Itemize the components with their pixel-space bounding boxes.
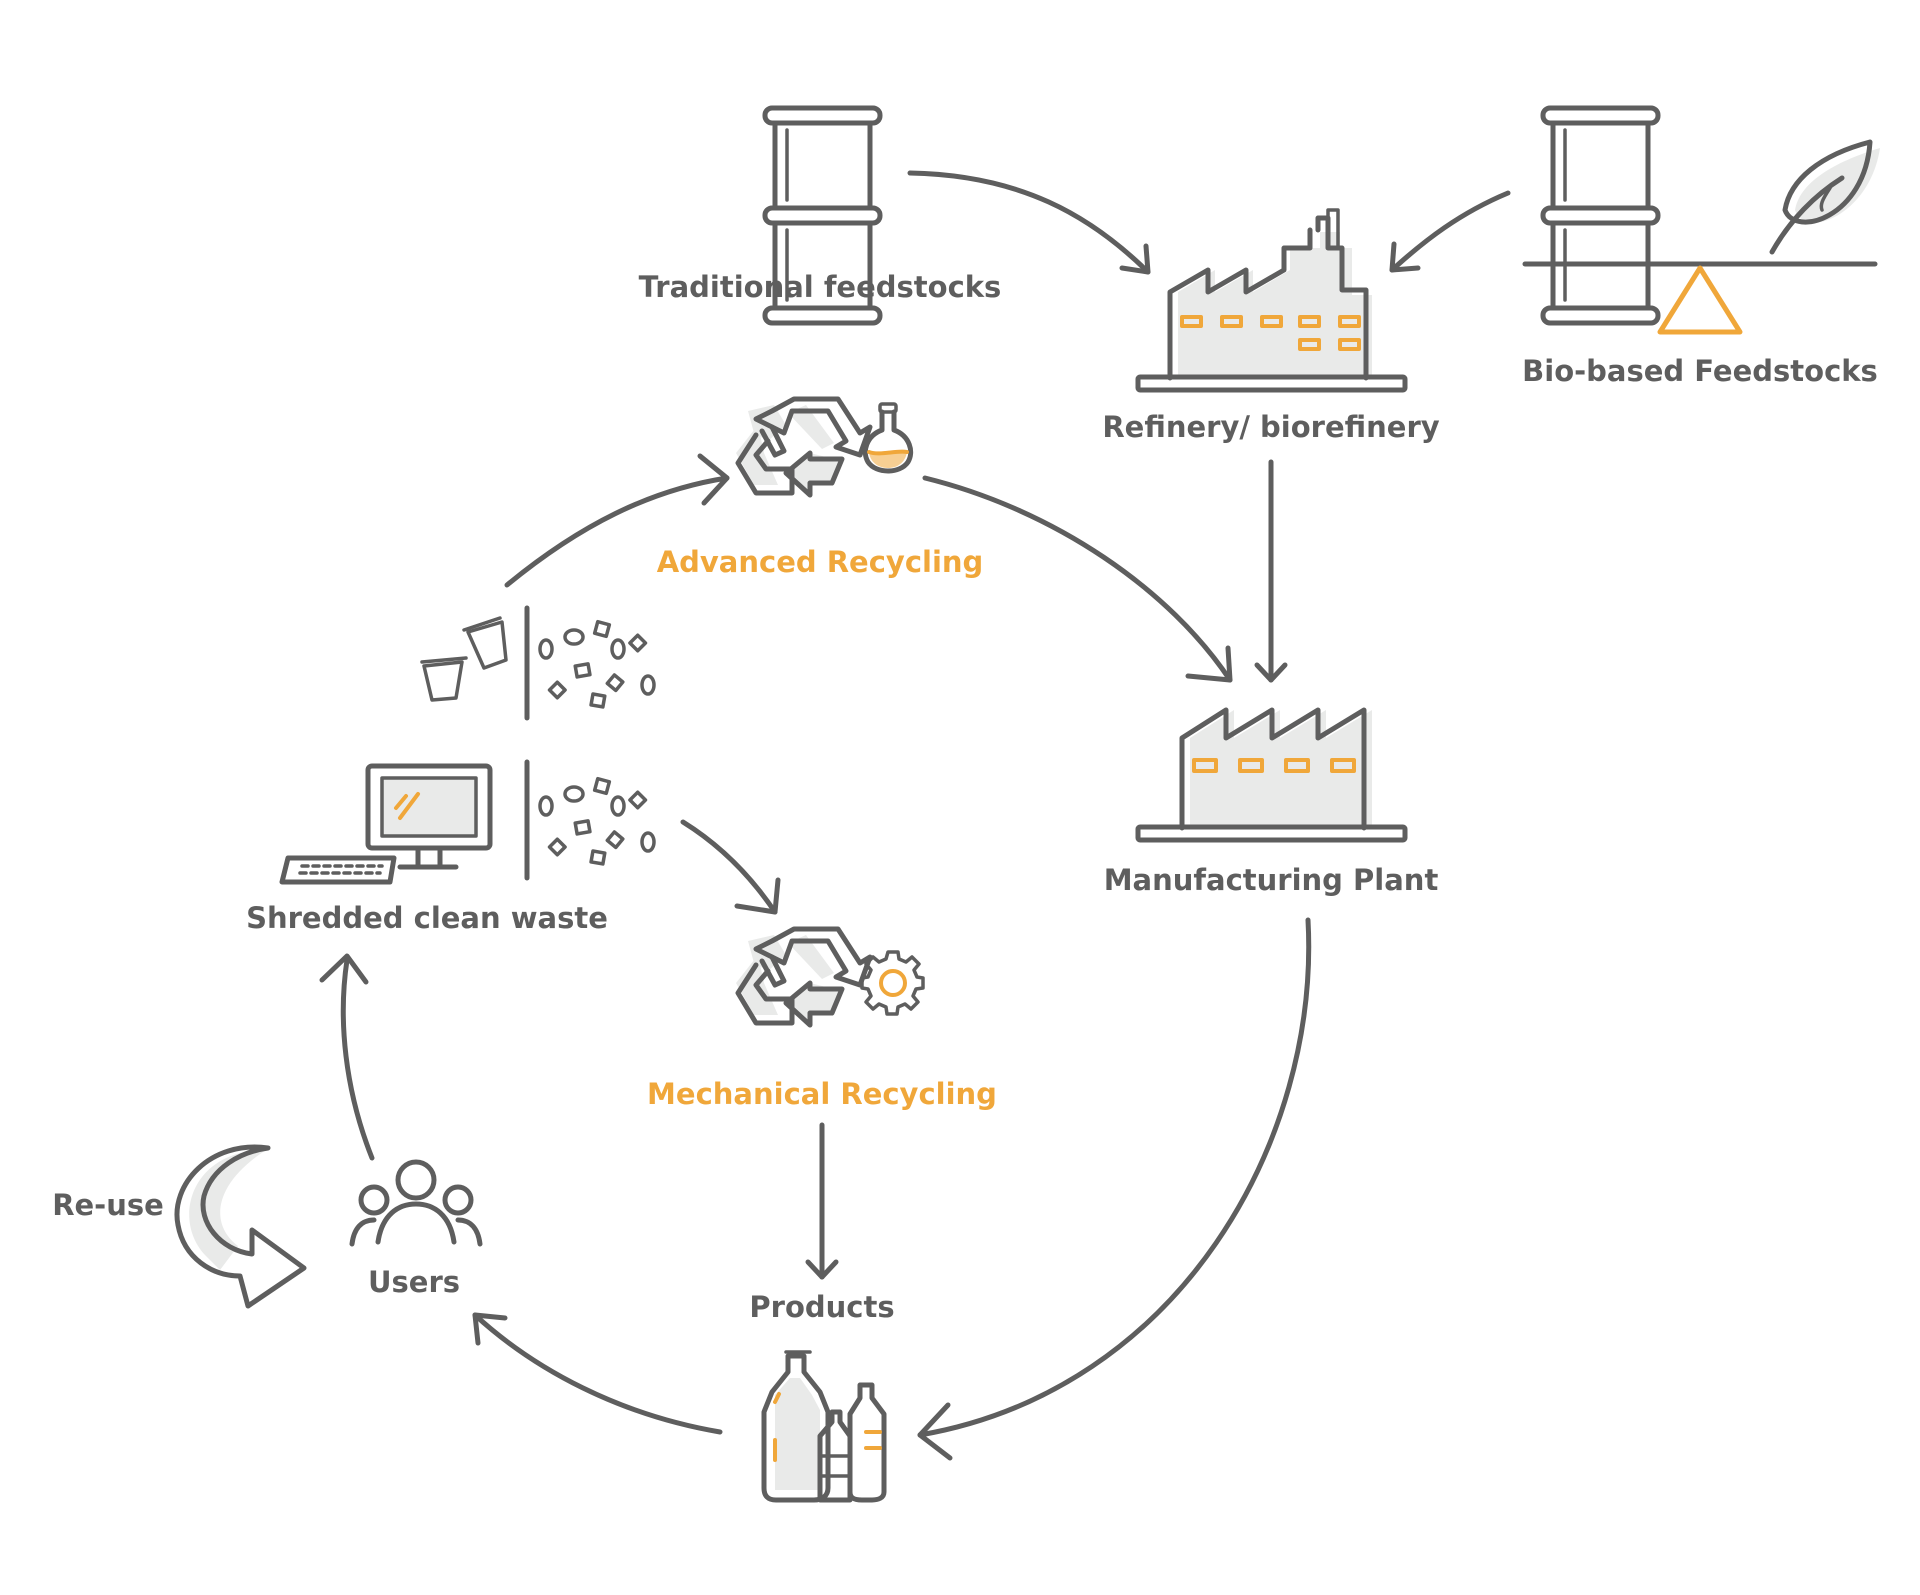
arrow-shredded-to-mechanical xyxy=(680,819,778,915)
arrow-manufacturing-to-products xyxy=(917,917,1312,1438)
advanced-recycling-label: Advanced Recycling xyxy=(657,545,984,579)
reuse-label: Re-use xyxy=(52,1188,164,1222)
factory-icon xyxy=(1135,707,1408,843)
mechanical-recycling-node: Mechanical Recycling xyxy=(647,926,997,1111)
computer-icon xyxy=(279,763,493,885)
bottles-icon xyxy=(761,1350,887,1503)
shredded-clean-waste-node: Shredded clean waste xyxy=(246,605,656,935)
users-node: Re-use Users xyxy=(52,1144,483,1309)
recycle-icon xyxy=(735,926,873,1028)
fragments-icon xyxy=(538,776,656,866)
factory-icon xyxy=(1135,208,1408,393)
traditional-feedstocks-label: Traditional feedstocks xyxy=(639,270,1002,304)
reuse-arrow-icon xyxy=(174,1144,307,1309)
shredded-clean-waste-label: Shredded clean waste xyxy=(246,901,608,935)
arrow-bio-to-refinery xyxy=(1389,190,1511,273)
arrow-traditional-to-refinery xyxy=(907,170,1151,275)
arrow-advanced-to-manufacturing xyxy=(922,475,1233,683)
arrow-users-to-shredded xyxy=(340,957,375,1161)
advanced-recycling-node: Advanced Recycling xyxy=(657,396,984,579)
products-label: Products xyxy=(749,1290,894,1324)
refinery-node: Refinery/ biorefinery xyxy=(1102,208,1440,444)
traditional-feedstocks-node: Traditional feedstocks xyxy=(639,105,1002,326)
balance-icon xyxy=(1522,261,1878,335)
barrel-icon xyxy=(1540,105,1661,326)
mechanical-recycling-label: Mechanical Recycling xyxy=(647,1077,997,1111)
products-node: Products xyxy=(749,1290,895,1503)
manufacturing-plant-node: Manufacturing Plant xyxy=(1104,707,1439,897)
barrel-icon xyxy=(762,105,883,326)
bio-based-feedstocks-label: Bio-based Feedstocks xyxy=(1522,354,1878,388)
users-label: Users xyxy=(368,1265,460,1299)
people-icon xyxy=(349,1159,483,1247)
bio-based-feedstocks-node: Bio-based Feedstocks xyxy=(1522,105,1880,388)
arrow-products-to-users xyxy=(472,1312,723,1435)
flow-arrows xyxy=(319,170,1511,1461)
manufacturing-plant-label: Manufacturing Plant xyxy=(1104,863,1439,897)
gear-icon xyxy=(860,950,925,1016)
cups-icon xyxy=(420,616,508,702)
refinery-label: Refinery/ biorefinery xyxy=(1102,410,1439,444)
arrow-shredded-to-advanced xyxy=(504,475,730,588)
recycle-icon xyxy=(735,396,873,498)
flask-icon xyxy=(862,402,914,474)
fragments-icon xyxy=(538,619,656,709)
leaf-icon xyxy=(1769,139,1880,255)
